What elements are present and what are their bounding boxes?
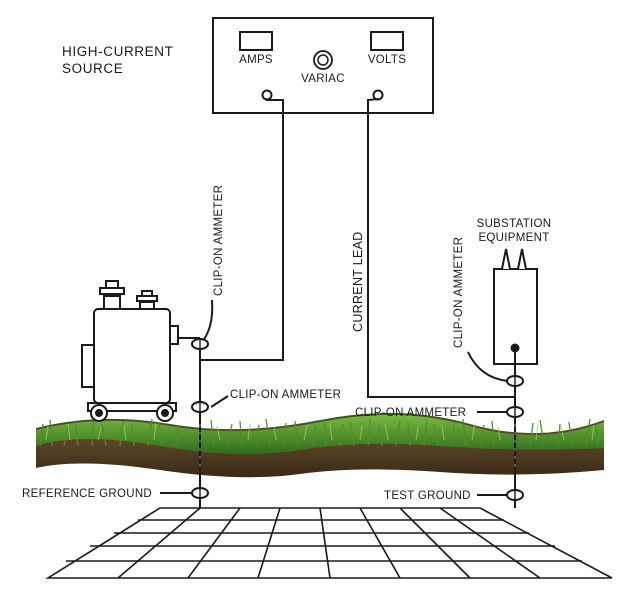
ground-grid — [45, 507, 613, 579]
amps-label: AMPS — [239, 54, 273, 66]
substation-label-line2: EQUIPMENT — [478, 232, 549, 244]
variac-label: VARIAC — [301, 73, 345, 85]
leader-clip-right-vertical — [467, 351, 509, 382]
clip-on-ammeter-label-left-vertical: CLIP-ON AMMETER — [213, 185, 225, 296]
substation-label-line1: SUBSTATION — [477, 218, 552, 230]
clip-on-ammeter-label-right-vertical: CLIP-ON AMMETER — [453, 237, 465, 348]
source-title-line2: SOURCE — [62, 61, 123, 76]
leader-clip-left-vertical — [199, 299, 214, 345]
wiring — [160, 98, 516, 508]
volts-meter — [370, 31, 404, 51]
clip-on-ammeter-label-right: CLIP-ON AMMETER — [355, 407, 466, 419]
transformer-cart-icon — [81, 280, 179, 422]
grass-strip — [36, 412, 604, 478]
reference-lead — [200, 99, 284, 361]
substation-equipment-icon — [493, 248, 538, 365]
source-title-line1: HIGH-CURRENT — [62, 44, 173, 59]
amps-meter — [239, 31, 273, 51]
clip-on-ammeters — [191, 338, 524, 501]
leader-clip-mid — [210, 395, 229, 408]
current-lead-label: CURRENT LEAD — [351, 231, 365, 332]
terminal-left — [261, 89, 273, 101]
high-current-source: AMPS VOLTS VARIAC — [212, 17, 434, 114]
clip-on-ammeter-label-mid: CLIP-ON AMMETER — [230, 389, 341, 401]
volts-label: VOLTS — [368, 54, 406, 66]
current-lead-wire — [367, 98, 515, 398]
terminal-right — [372, 89, 384, 101]
test-ground-label: TEST GROUND — [384, 490, 471, 502]
reference-ground-label: REFERENCE GROUND — [22, 488, 152, 500]
